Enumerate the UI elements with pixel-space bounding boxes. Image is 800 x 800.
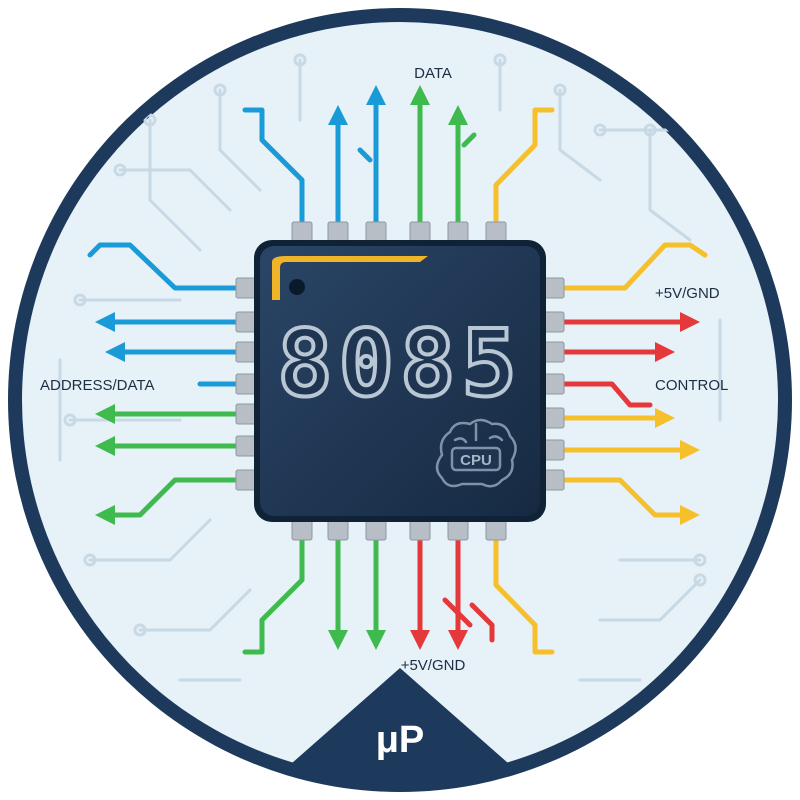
trace-top-1	[242, 107, 305, 225]
label-power-right: +5V/GND	[655, 285, 720, 302]
background-traces	[58, 58, 722, 682]
trace-left-1	[87, 242, 241, 291]
trace-left-7	[95, 477, 241, 525]
chip-model: 8085	[277, 310, 523, 417]
trace-top-5b	[461, 132, 477, 148]
top-traces	[242, 85, 555, 225]
bottom-traces	[242, 537, 555, 655]
trace-bottom-5b	[442, 597, 473, 628]
label-control: CONTROL	[655, 377, 728, 394]
label-power-bottom: +5V/GND	[401, 657, 466, 674]
trace-right-1	[559, 242, 708, 291]
pin1-dot	[289, 279, 305, 295]
trace-top-3b	[357, 147, 373, 163]
cpu-brain-icon	[435, 418, 517, 488]
background-trace-nodes	[63, 53, 707, 637]
cpu-badge-text: CPU	[460, 452, 492, 469]
right-traces	[559, 242, 708, 525]
logo-tab	[250, 668, 550, 780]
label-data: DATA	[414, 65, 452, 82]
logo-text: μP	[376, 719, 425, 761]
left-traces	[87, 242, 241, 525]
trace-right-7	[559, 477, 700, 525]
trace-top-6	[493, 107, 555, 225]
trace-right-4	[559, 381, 653, 408]
trace-bottom-1	[242, 537, 305, 655]
trace-bottom-6	[493, 537, 555, 655]
trace-bottom-5c	[469, 602, 495, 643]
label-address-data: ADDRESS/DATA	[40, 377, 154, 394]
